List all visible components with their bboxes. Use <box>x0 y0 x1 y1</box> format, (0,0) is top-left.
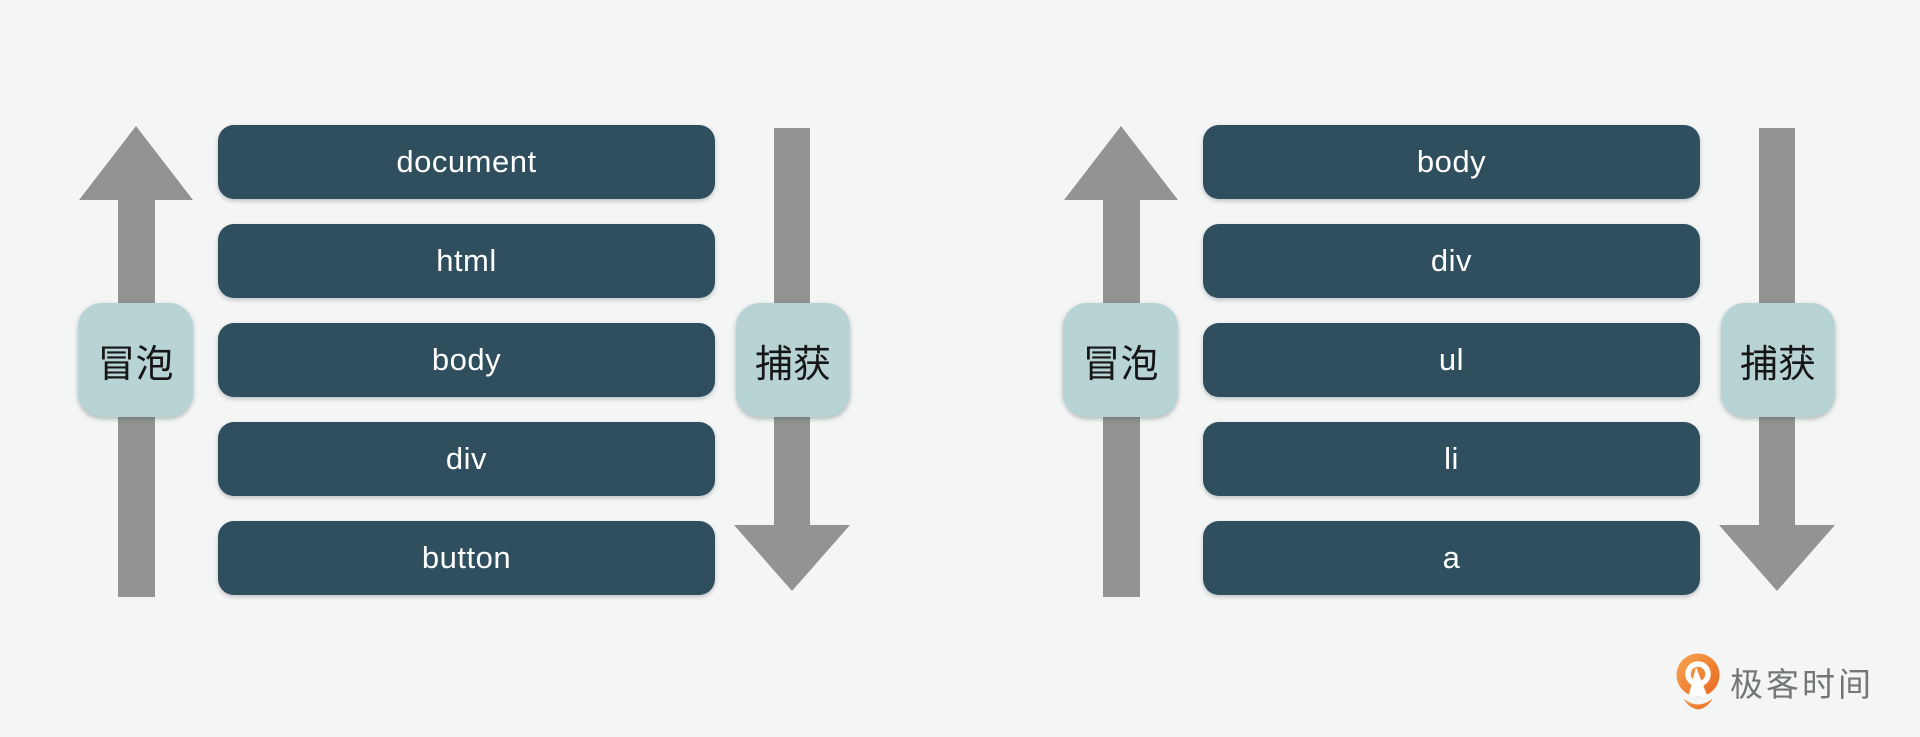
dom-node-box: html <box>218 224 715 298</box>
dom-node-box: document <box>218 125 715 199</box>
bubble-label: 冒泡 <box>1063 303 1178 417</box>
dom-node-box: body <box>218 323 715 397</box>
dom-node-box: div <box>1203 224 1700 298</box>
capture-label: 捕获 <box>1721 303 1835 417</box>
dom-node-box: button <box>218 521 715 595</box>
dom-node-box: body <box>1203 125 1700 199</box>
dom-node-box: li <box>1203 422 1700 496</box>
capture-label: 捕获 <box>736 303 850 417</box>
geektime-logo-text: 极客时间 <box>1730 666 1874 703</box>
dom-node-box: div <box>218 422 715 496</box>
geektime-logo-icon <box>1676 653 1720 710</box>
diagram-button-chain: document html body div button 冒泡 捕获 <box>78 125 852 601</box>
bubble-label: 冒泡 <box>78 303 193 417</box>
diagram-anchor-chain: body div ul li a 冒泡 捕获 <box>1063 125 1837 601</box>
geektime-logo: 极客时间 <box>1676 652 1874 712</box>
dom-node-box: a <box>1203 521 1700 595</box>
dom-node-box: ul <box>1203 323 1700 397</box>
